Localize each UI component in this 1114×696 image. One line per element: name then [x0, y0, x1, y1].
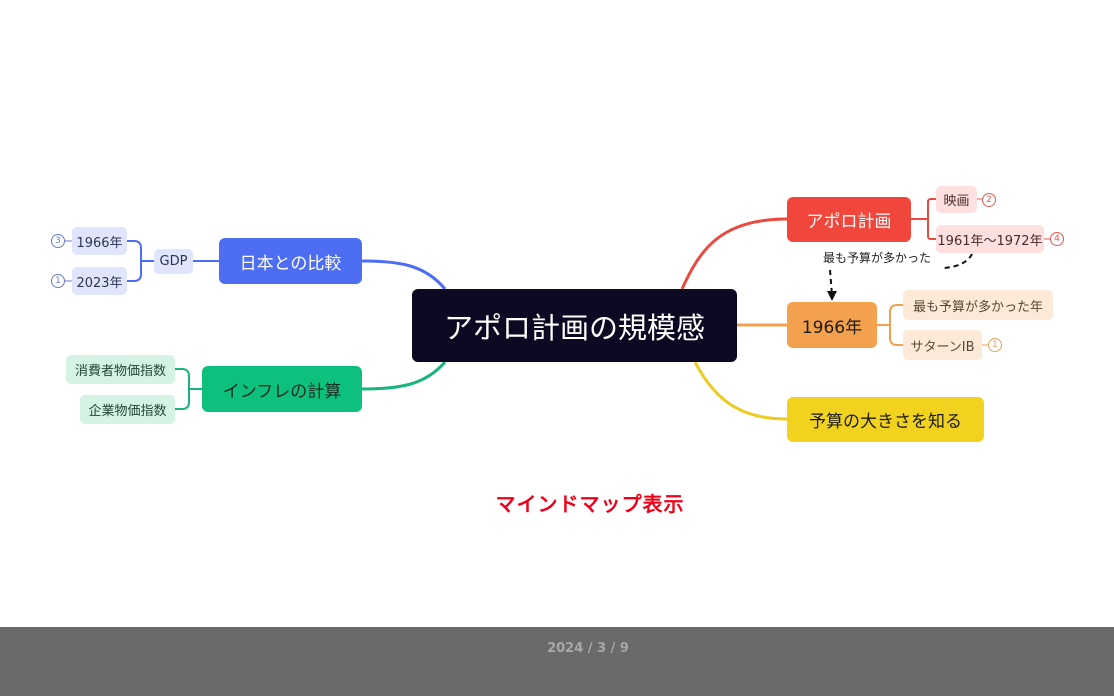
badge-count[interactable]: 2 [982, 193, 996, 207]
relation-arrowhead [827, 291, 837, 301]
mindmap-canvas: アポロ計画の規模感 アポロ計画 映画 2 1961年～1972年 4 最も予算が… [51, 186, 1064, 516]
branch-1966[interactable]: 1966年 [787, 302, 877, 348]
connector-japan [361, 259, 447, 290]
topic-years[interactable]: 1961年～1972年 [936, 225, 1044, 253]
topic-most-budget-year[interactable]: 最も予算が多かった年 [903, 290, 1053, 320]
topic-2023[interactable]: 2023年 [72, 267, 127, 295]
relation-label: 最も予算が多かった [823, 251, 932, 265]
connector-budget [693, 361, 788, 421]
connector-inflation-children [175, 368, 202, 410]
branch-apollo[interactable]: アポロ計画 [787, 197, 911, 242]
branch-japan[interactable]: 日本との比較 [219, 238, 362, 284]
topic-eiga[interactable]: 映画 [936, 186, 977, 213]
caption-mindmap-view: マインドマップ表示 [495, 492, 685, 516]
topic-1966-jp[interactable]: 1966年 [72, 227, 127, 255]
badge-count[interactable]: 1 [988, 338, 1002, 352]
branch-budget[interactable]: 予算の大きさを知る [787, 397, 984, 442]
connector-inflation [361, 361, 447, 391]
topic-cpi[interactable]: 消費者物価指数 [66, 355, 175, 384]
topic-gdp[interactable]: GDP [154, 249, 193, 274]
footer-date: 2024 / 3 / 9 [547, 641, 629, 656]
relation-arrow [829, 253, 973, 296]
badge-count[interactable]: 4 [1050, 232, 1064, 246]
badge-count[interactable]: 3 [51, 234, 65, 248]
connector-gdp-children [127, 240, 154, 282]
topic-cgpi[interactable]: 企業物価指数 [80, 395, 175, 424]
badge-count[interactable]: 1 [51, 274, 65, 288]
topic-saturn-ib[interactable]: サターンIB [903, 330, 982, 360]
footer-bar: 2024 / 3 / 9 [0, 627, 1114, 696]
branch-inflation[interactable]: インフレの計算 [202, 366, 362, 412]
central-topic[interactable]: アポロ計画の規模感 [412, 289, 737, 362]
connector-apollo-children [911, 198, 936, 240]
connector-1966-children [877, 304, 903, 346]
connector-apollo [680, 217, 788, 290]
mindmap-connectors [65, 198, 1050, 421]
